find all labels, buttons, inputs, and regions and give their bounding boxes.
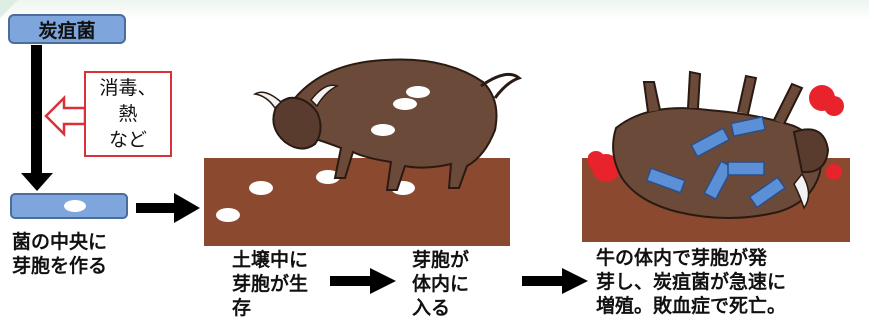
entry-caption: 芽胞が 体内に 入る bbox=[412, 248, 469, 320]
cell-caption-line-2: 芽胞を作る bbox=[12, 255, 108, 277]
central-spore bbox=[64, 200, 86, 212]
outcome-caption-line-2: 芽し、炭疽菌が急速に bbox=[596, 271, 787, 293]
soil-spore bbox=[216, 208, 240, 222]
arrow-to-entry-icon bbox=[330, 268, 396, 294]
soil-caption-line-2: 芽胞が生 bbox=[232, 273, 309, 295]
dead-bull-illustration bbox=[588, 70, 844, 219]
cell-caption: 菌の中央に 芽胞を作る bbox=[12, 230, 107, 278]
soil-caption-line-1: 土壌中に bbox=[232, 249, 309, 271]
outcome-caption-line-3: 増殖。敗血症で死亡。 bbox=[596, 295, 787, 317]
treatment-box: 消毒、 熱 など bbox=[84, 71, 172, 157]
arrow-to-soil-icon bbox=[136, 193, 200, 223]
soil-caption: 土壌中に 芽胞が生 存 bbox=[232, 248, 308, 320]
bacterium-name-box: 炭疽菌 bbox=[8, 14, 126, 44]
entry-caption-line-2: 体内に bbox=[412, 273, 470, 295]
bacterium-name: 炭疽菌 bbox=[38, 20, 96, 42]
bacterium-cell bbox=[10, 193, 128, 219]
cell-caption-line-1: 菌の中央に bbox=[12, 231, 108, 253]
bull-illustration bbox=[252, 58, 523, 191]
treatment-line-2: 熱 bbox=[118, 103, 138, 125]
treatment-line-3: など bbox=[108, 129, 147, 151]
outcome-caption: 牛の体内で芽胞が発 芽し、炭疽菌が急速に 増殖。敗血症で死亡。 bbox=[596, 246, 786, 318]
soil-spore bbox=[316, 170, 340, 184]
outcome-caption-line-1: 牛の体内で芽胞が発 bbox=[596, 247, 768, 269]
top-decoration-band bbox=[0, 0, 869, 20]
red-left-arrow-icon bbox=[44, 95, 86, 137]
treatment-line-1: 消毒、 bbox=[99, 77, 157, 99]
soil-spore bbox=[249, 181, 273, 195]
corner-decoration bbox=[0, 0, 18, 18]
soil-caption-line-3: 存 bbox=[232, 297, 252, 319]
down-arrow-head-icon bbox=[21, 173, 53, 191]
entry-caption-line-1: 芽胞が bbox=[412, 249, 470, 271]
down-arrow-shaft bbox=[31, 45, 42, 175]
entry-caption-line-3: 入る bbox=[412, 297, 451, 319]
arrow-to-outcome-icon bbox=[522, 268, 588, 294]
